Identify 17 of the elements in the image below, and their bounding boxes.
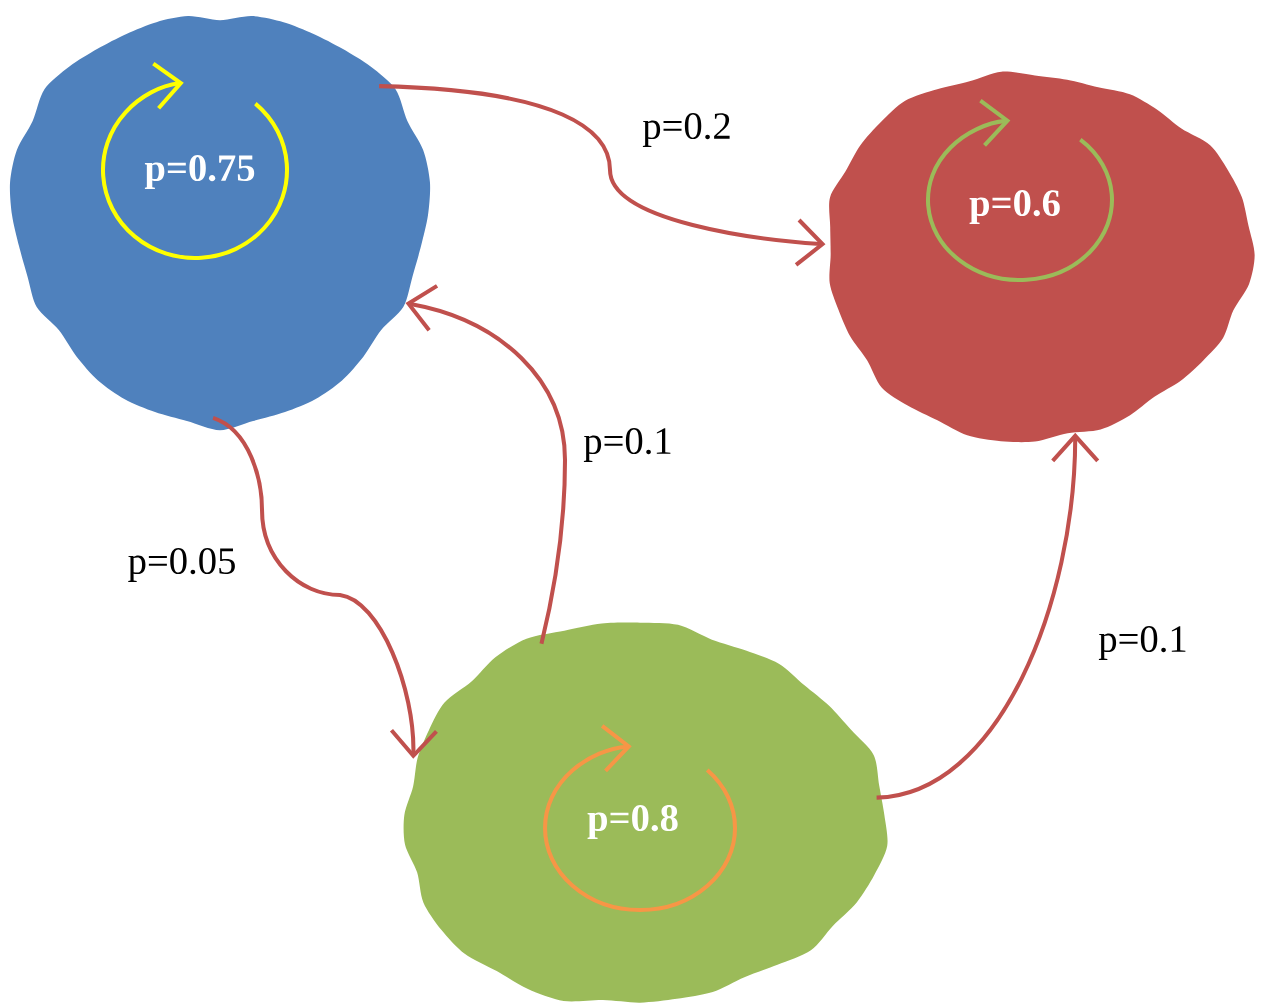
edge-label: p=0.6 (969, 190, 1060, 224)
edge-label: p=0.1 (583, 428, 671, 462)
blob (829, 71, 1255, 443)
arrow (212, 416, 438, 759)
arrow (543, 724, 737, 912)
edge-label: p=0.2 (642, 113, 730, 147)
arrow (926, 98, 1114, 282)
edge-label: p=0.1 (1098, 626, 1186, 660)
edge-label: p=0.75 (144, 155, 255, 189)
arrow (876, 432, 1100, 800)
arrow (379, 84, 826, 267)
arrow (101, 61, 289, 260)
edge-label: p=0.05 (128, 548, 235, 582)
blob (403, 622, 888, 1003)
edge-label: p=0.8 (587, 805, 678, 839)
blob (9, 16, 431, 431)
arrow (405, 284, 568, 645)
